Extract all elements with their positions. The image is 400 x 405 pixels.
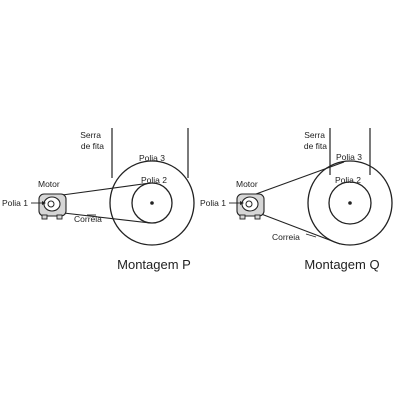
belt-label-p: Correia (74, 214, 102, 224)
belt-label-q: Correia (272, 232, 300, 242)
belt-bottom-q (255, 211, 341, 245)
belt-top-q (255, 161, 345, 195)
pulley-2-q (328, 181, 372, 225)
belt-top-p (54, 182, 151, 197)
saw-label-line2-p: de fita (81, 141, 104, 151)
saw-label-line1-p: Serra (80, 130, 101, 140)
pulley-1-label-p: Polia 1 (2, 198, 28, 208)
caption-q: Montagem Q (304, 257, 379, 272)
pulley-1-label-q: Polia 1 (200, 198, 226, 208)
pulley-center-p (150, 201, 154, 205)
pulley-3-q (307, 160, 393, 246)
pulley-3-label-p: Polia 3 (139, 153, 165, 163)
belt-bottom-p (54, 211, 151, 224)
assembly-q: Serra de fita Polia 3 Polia 2 Motor Poli… (200, 128, 393, 272)
pulley-3-label-q: Polia 3 (336, 152, 362, 162)
assembly-p: Serra de fita Polia 3 Polia 2 Motor Poli… (2, 128, 195, 272)
motor-label-p: Motor (38, 179, 60, 189)
motor-p (38, 193, 67, 220)
motor-q (236, 193, 265, 220)
caption-p: Montagem P (117, 257, 191, 272)
belt-leader-q (305, 233, 317, 238)
saw-label-line1-q: Serra (304, 130, 325, 140)
pulley-3-p (109, 160, 195, 246)
motor-label-q: Motor (236, 179, 258, 189)
pulley-2-label-q: Polia 2 (335, 175, 361, 185)
pulley-2-p (131, 182, 173, 224)
pulley-center-q (348, 201, 352, 205)
saw-label-line2-q: de fita (304, 141, 327, 151)
pulley-2-label-p: Polia 2 (141, 175, 167, 185)
